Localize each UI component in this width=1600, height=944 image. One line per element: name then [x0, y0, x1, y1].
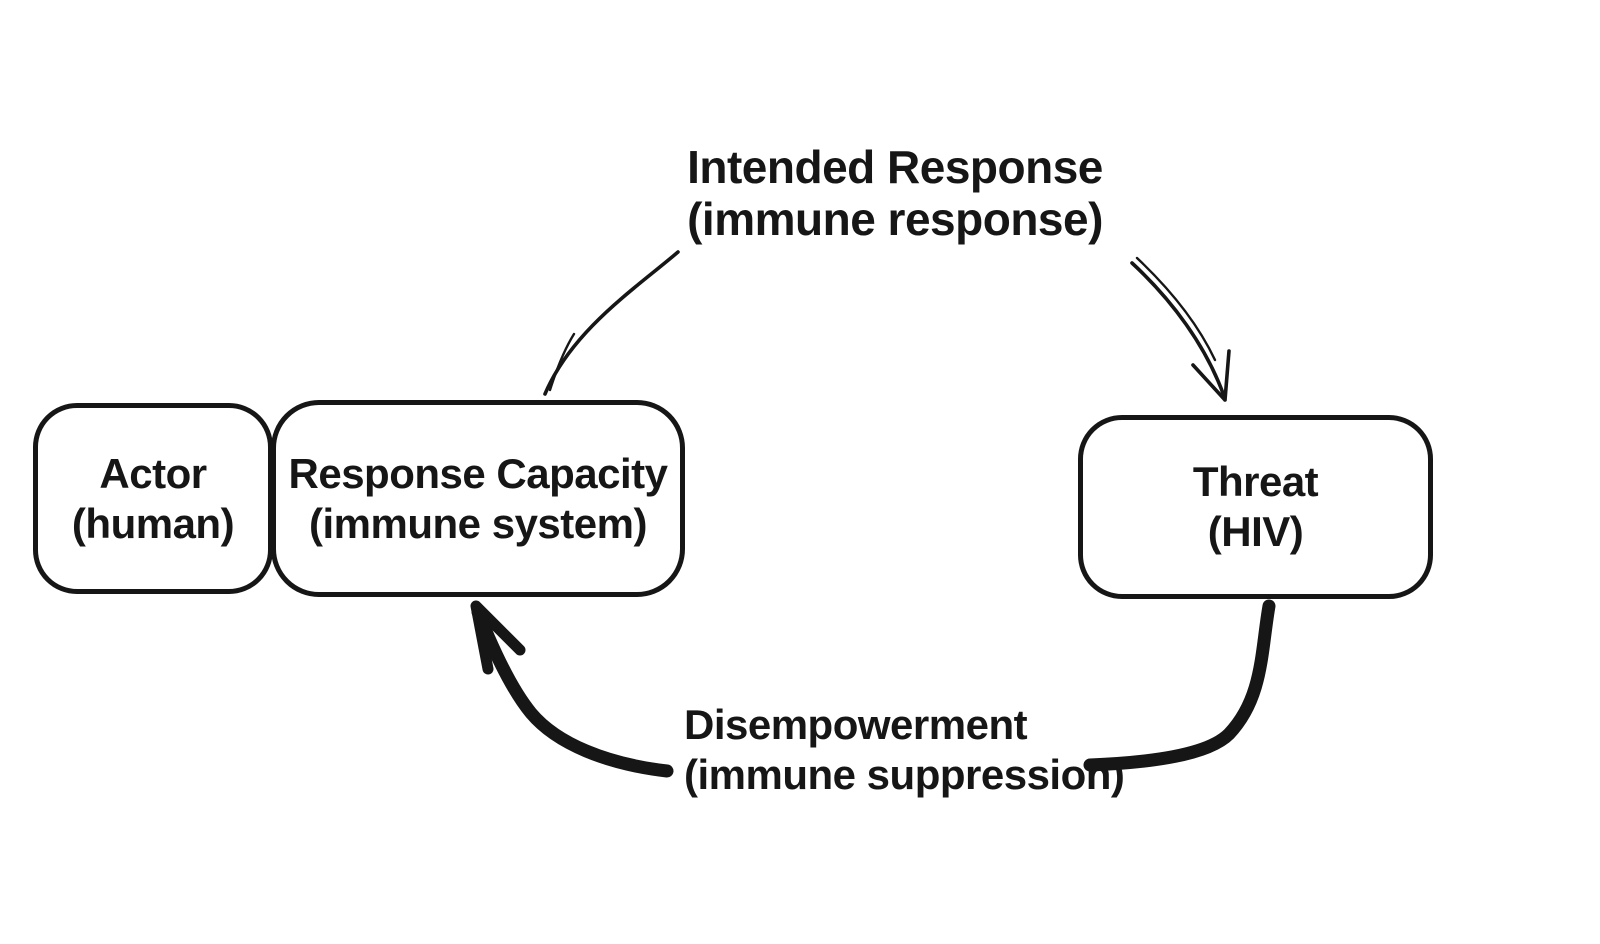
label-disempowerment-sub: (immune suppression)	[684, 750, 1125, 798]
disempowerment-arrow-left	[471, 605, 674, 778]
label-disempowerment-main: Disempowerment	[684, 701, 1028, 748]
node-threat: Threat (HIV)	[1078, 415, 1433, 599]
node-actor-title: Actor	[99, 449, 207, 497]
label-intended-response: Intended Response (immune response)	[660, 141, 1130, 246]
intended-response-arrow-tail	[543, 250, 680, 396]
node-threat-subtitle: (HIV)	[1207, 508, 1304, 555]
label-intended-response-sub: (immune response)	[687, 192, 1103, 245]
intended-response-arrow-shaft	[1130, 261, 1226, 398]
node-actor-subtitle: (human)	[71, 499, 235, 547]
intended-response-arrow-tail-sketch	[548, 332, 576, 392]
disempowerment-arrowhead	[470, 600, 526, 675]
intended-response-arrowhead	[1191, 349, 1231, 402]
node-response-capacity-subtitle: (immune system)	[309, 499, 647, 547]
node-response-capacity: Response Capacity (immune system)	[271, 400, 685, 597]
node-response-capacity-title: Response Capacity	[288, 449, 668, 497]
node-actor: Actor (human)	[33, 403, 273, 594]
label-intended-response-main: Intended Response	[687, 141, 1103, 193]
label-disempowerment: Disempowerment (immune suppression)	[684, 700, 1125, 799]
node-threat-title: Threat	[1192, 458, 1319, 506]
intended-response-arrow-shaft-sketch	[1135, 256, 1217, 362]
